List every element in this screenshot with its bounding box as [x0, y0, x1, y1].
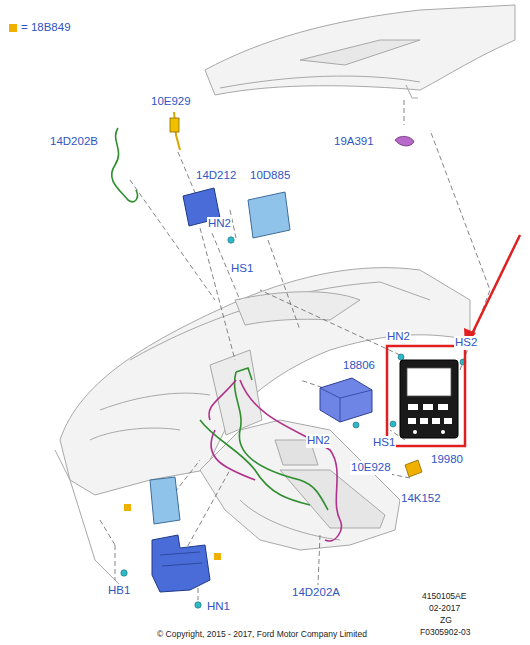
drawing-date: 02-2017 — [429, 604, 460, 613]
part-number: 10E928 — [350, 461, 392, 475]
fastener-code: HS2 — [454, 336, 478, 350]
drawing-code: F0305902-03 — [420, 628, 471, 637]
part-number: 14K152 — [400, 492, 442, 506]
fastener-code: HN2 — [207, 217, 232, 231]
legend-swatch — [9, 24, 17, 32]
leader-lines — [100, 100, 490, 600]
part-number: 19A391 — [333, 135, 375, 149]
components — [121, 112, 520, 608]
part-number: 18806 — [342, 359, 376, 373]
drawing-code: ZG — [440, 616, 452, 625]
fastener-code: HN2 — [306, 434, 331, 448]
drawing-code: 4150105AE — [422, 592, 466, 601]
part-number: 19980 — [430, 453, 464, 467]
legend-text: = 18B849 — [21, 22, 71, 34]
vehicle-outline — [55, 5, 515, 585]
fastener-code: HB1 — [107, 584, 131, 598]
fastener-code: HS1 — [230, 262, 254, 276]
part-number: 10E929 — [150, 95, 192, 109]
fastener-code: HN2 — [386, 330, 411, 344]
fastener-code: HN1 — [206, 600, 231, 614]
part-number: 14D202B — [49, 135, 99, 149]
part-number: 14D202A — [291, 586, 341, 600]
wiring-harnesses — [112, 128, 342, 541]
part-number: 10D885 — [249, 169, 291, 183]
part-number: 14D212 — [195, 169, 237, 183]
copyright-note: © Copyright, 2015 - 2017, Ford Motor Com… — [157, 630, 367, 639]
fastener-code: HS1 — [372, 436, 396, 450]
